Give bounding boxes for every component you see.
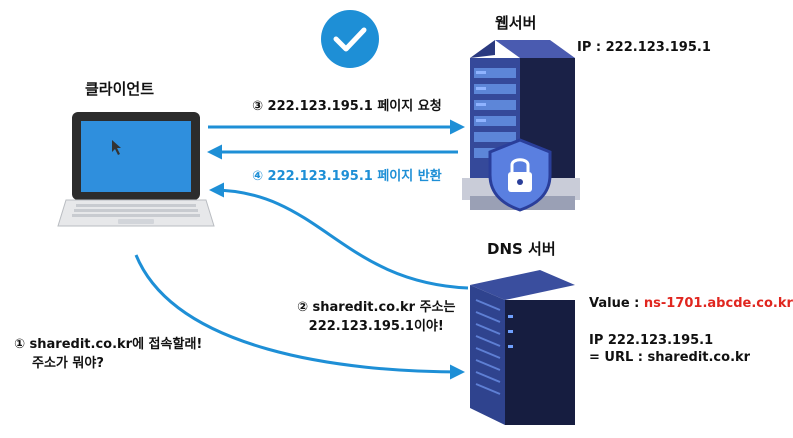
- server-shield-icon: [462, 40, 580, 212]
- step1-label: ① sharedit.co.kr에 접속할래! 주소가 뭐야?: [14, 333, 202, 371]
- server-tower-icon: [470, 270, 575, 425]
- step1-line1: ① sharedit.co.kr에 접속할래!: [14, 337, 203, 352]
- dns-value: Value : ns-1701.abcde.co.kr: [589, 296, 793, 311]
- arrow-step2: [209, 182, 469, 290]
- arrow-step1: [134, 254, 465, 380]
- dns-url-line: = URL : sharedit.co.kr: [589, 350, 751, 365]
- diagram-canvas: [57, 10, 580, 425]
- web-server-ip: IP : 222.123.195.1: [577, 40, 711, 55]
- client-title: 클라이언트: [85, 80, 155, 98]
- dns-value-text: ns-1701.abcde.co.kr: [643, 296, 793, 311]
- step1-line2: 주소가 뭐야?: [32, 356, 104, 371]
- dns-value-label: Value :: [589, 296, 644, 311]
- step4-label: ④ 222.123.195.1 페이지 반환: [252, 169, 442, 184]
- step2-line2: 222.123.195.1이야!: [308, 319, 444, 334]
- check-circle-icon: [321, 10, 379, 68]
- step2-label: ② sharedit.co.kr 주소는 222.123.195.1이야!: [297, 296, 455, 334]
- step2-line1: ② sharedit.co.kr 주소는: [297, 300, 456, 315]
- step3-label: ③ 222.123.195.1 페이지 요청: [252, 99, 442, 114]
- laptop-icon: [57, 112, 215, 227]
- web-server-title: 웹서버: [495, 14, 537, 32]
- dns-ip-line: IP 222.123.195.1: [589, 333, 714, 348]
- dns-server-title: DNS 서버: [487, 240, 556, 258]
